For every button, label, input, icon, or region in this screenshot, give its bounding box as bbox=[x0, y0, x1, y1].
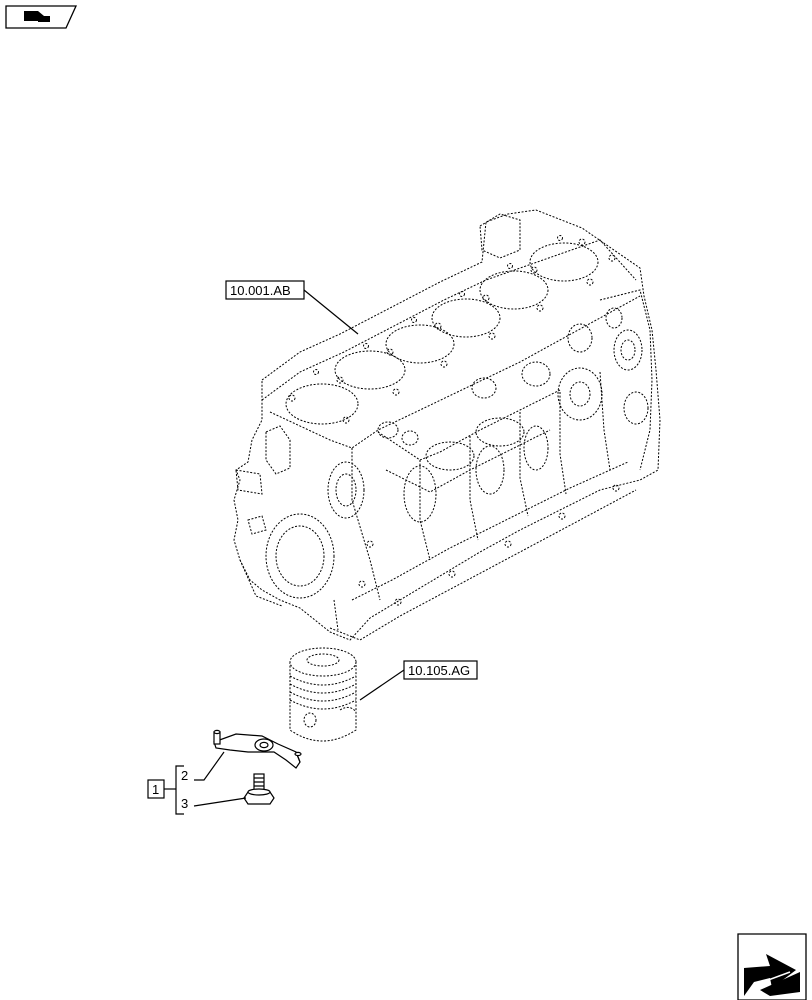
part-3-bolt[interactable] bbox=[243, 773, 275, 805]
crankcase-webs bbox=[419, 371, 611, 561]
reference-engine-block[interactable]: 10.001.AB bbox=[225, 280, 359, 335]
engine-block-illustration bbox=[233, 209, 661, 641]
callout-group-number: 1 bbox=[152, 782, 159, 797]
reference-piston-text: 10.105.AG bbox=[408, 663, 470, 678]
part-2-oil-jet[interactable] bbox=[213, 729, 302, 769]
bolt-holes bbox=[288, 235, 616, 424]
piston-illustration bbox=[289, 647, 357, 742]
callout-bracket: 1 2 3 bbox=[147, 751, 247, 815]
reference-piston[interactable]: 10.105.AG bbox=[359, 660, 478, 701]
book-flag-icon[interactable] bbox=[5, 5, 78, 29]
callout-item-3: 3 bbox=[181, 796, 188, 811]
callout-item-2: 2 bbox=[181, 768, 188, 783]
reference-engine-block-text: 10.001.AB bbox=[230, 283, 291, 298]
next-page-arrow-icon[interactable] bbox=[737, 933, 807, 1000]
